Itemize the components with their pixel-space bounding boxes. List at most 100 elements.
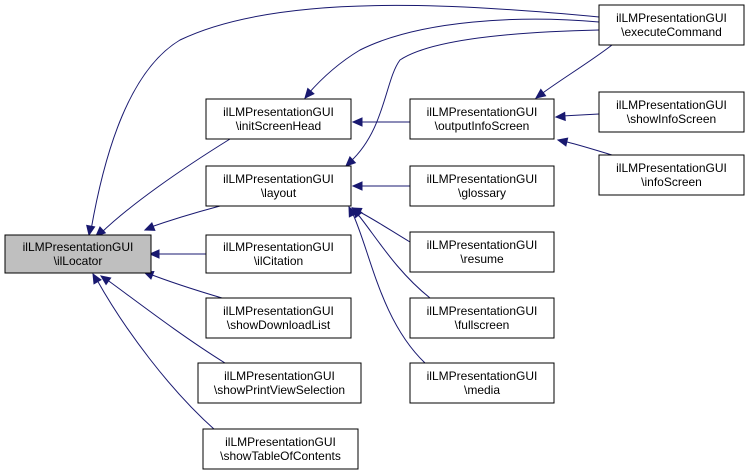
arrowhead-icon [148,249,160,259]
node-box [409,297,555,339]
node-box [598,91,745,133]
node-media[interactable]: ilLMPresentationGUI\media [409,362,555,404]
arrowhead-icon [92,272,102,285]
node-method-label: \media [464,383,500,397]
arrowhead-icon [348,205,358,218]
edge-executeCommand-to-initScreenHead [304,18,600,99]
node-class-label: ilLMPresentationGUI [616,98,727,112]
node-showPrintViewSelection[interactable]: ilLMPresentationGUI\showPrintViewSelecti… [197,362,362,404]
node-method-label: \showPrintViewSelection [214,383,345,397]
edge-showPrintViewSelection-to-ilLocator [99,275,226,364]
node-method-label: \resume [460,252,504,266]
edge-showInfoScreen-to-outputInfoScreen [554,111,600,122]
edge-initScreenHead-to-ilLocator [95,138,231,237]
arrowhead-icon [99,275,112,286]
edge-line [355,209,411,243]
node-class-label: ilLMPresentationGUI [23,240,134,254]
nodes-layer: ilLMPresentationGUI\ilLocatorilLMPresent… [4,4,745,470]
node-box [205,297,352,339]
edge-media-to-layout [348,205,426,364]
node-class-label: ilLMPresentationGUI [427,369,538,383]
node-box [202,428,359,470]
node-showDownloadList[interactable]: ilLMPresentationGUI\showDownloadList [205,297,352,339]
node-class-label: ilLMPresentationGUI [616,11,727,25]
edge-executeCommand-to-outputInfoScreen [535,44,613,99]
node-method-label: \initScreenHead [236,119,321,133]
edge-line [562,140,613,156]
node-method-label: \ilCitation [254,254,303,268]
edge-line [561,113,600,117]
node-showTableOfContents[interactable]: ilLMPresentationGUI\showTableOfContents [202,428,359,470]
edge-line [355,211,431,299]
node-class-label: ilLMPresentationGUI [427,172,538,186]
arrowhead-icon [143,222,156,231]
node-class-label: ilLMPresentationGUI [427,105,538,119]
node-box [409,362,555,404]
node-resume[interactable]: ilLMPresentationGUI\resume [409,231,555,273]
node-class-label: ilLMPresentationGUI [616,161,727,175]
node-method-label: \ilLocator [54,254,103,268]
node-method-label: \layout [261,186,297,200]
node-fullscreen[interactable]: ilLMPresentationGUI\fullscreen [409,297,555,339]
node-method-label: \executeCommand [621,25,722,39]
node-box [197,362,362,404]
node-method-label: \showTableOfContents [220,449,341,463]
arrowhead-icon [95,226,107,237]
edge-line [351,211,426,364]
arrowhead-icon [86,224,96,237]
node-class-label: ilLMPresentationGUI [223,172,334,186]
edge-line [307,18,600,95]
node-method-label: \showDownloadList [227,318,331,332]
edge-line [147,205,221,229]
edge-infoScreen-to-outputInfoScreen [556,137,613,156]
edge-layout-to-ilLocator [143,205,221,231]
node-class-label: ilLMPresentationGUI [223,105,334,119]
node-class-label: ilLMPresentationGUI [224,369,335,383]
node-method-label: \showInfoScreen [627,112,716,126]
node-box [205,98,352,140]
node-outputInfoScreen[interactable]: ilLMPresentationGUI\outputInfoScreen [409,98,555,140]
arrowhead-icon [345,156,357,167]
node-box [409,98,555,140]
edge-line [349,29,600,163]
node-ilCitation[interactable]: ilLMPresentationGUI\ilCitation [205,234,352,274]
node-box [598,154,745,196]
node-box [205,234,352,274]
node-infoScreen[interactable]: ilLMPresentationGUI\infoScreen [598,154,745,196]
node-layout[interactable]: ilLMPresentationGUI\layout [205,165,352,207]
node-glossary[interactable]: ilLMPresentationGUI\glossary [409,165,555,207]
edge-line [146,272,223,299]
edge-showTableOfContents-to-ilLocator [92,272,216,431]
arrowhead-icon [304,87,315,99]
arrowhead-icon [351,181,363,191]
node-class-label: ilLMPresentationGUI [427,238,538,252]
node-box [205,165,352,207]
arrowhead-icon [535,88,547,99]
edge-line [105,278,226,364]
edge-line [90,4,600,231]
edge-executeCommand-to-layout [345,29,600,167]
node-class-label: ilLMPresentationGUI [223,304,334,318]
node-box [409,231,555,273]
node-method-label: \fullscreen [455,318,510,332]
edge-showDownloadList-to-ilLocator [142,270,223,299]
node-class-label: ilLMPresentationGUI [225,435,336,449]
edge-glossary-to-layout [351,181,410,191]
edge-line [96,279,216,431]
node-ilLocator[interactable]: ilLMPresentationGUI\ilLocator [4,234,152,274]
node-box [409,165,555,207]
arrowhead-icon [556,137,569,147]
edge-line [100,138,231,234]
node-class-label: ilLMPresentationGUI [223,240,334,254]
arrowhead-icon [351,117,363,127]
node-method-label: \outputInfoScreen [435,119,530,133]
edge-ilCitation-to-ilLocator [148,249,206,259]
node-showInfoScreen[interactable]: ilLMPresentationGUI\showInfoScreen [598,91,745,133]
node-initScreenHead[interactable]: ilLMPresentationGUI\initScreenHead [205,98,352,140]
node-box [4,234,152,274]
node-executeCommand[interactable]: ilLMPresentationGUI\executeCommand [598,4,745,46]
node-box [598,4,745,46]
node-method-label: \glossary [458,186,506,200]
node-class-label: ilLMPresentationGUI [427,304,538,318]
